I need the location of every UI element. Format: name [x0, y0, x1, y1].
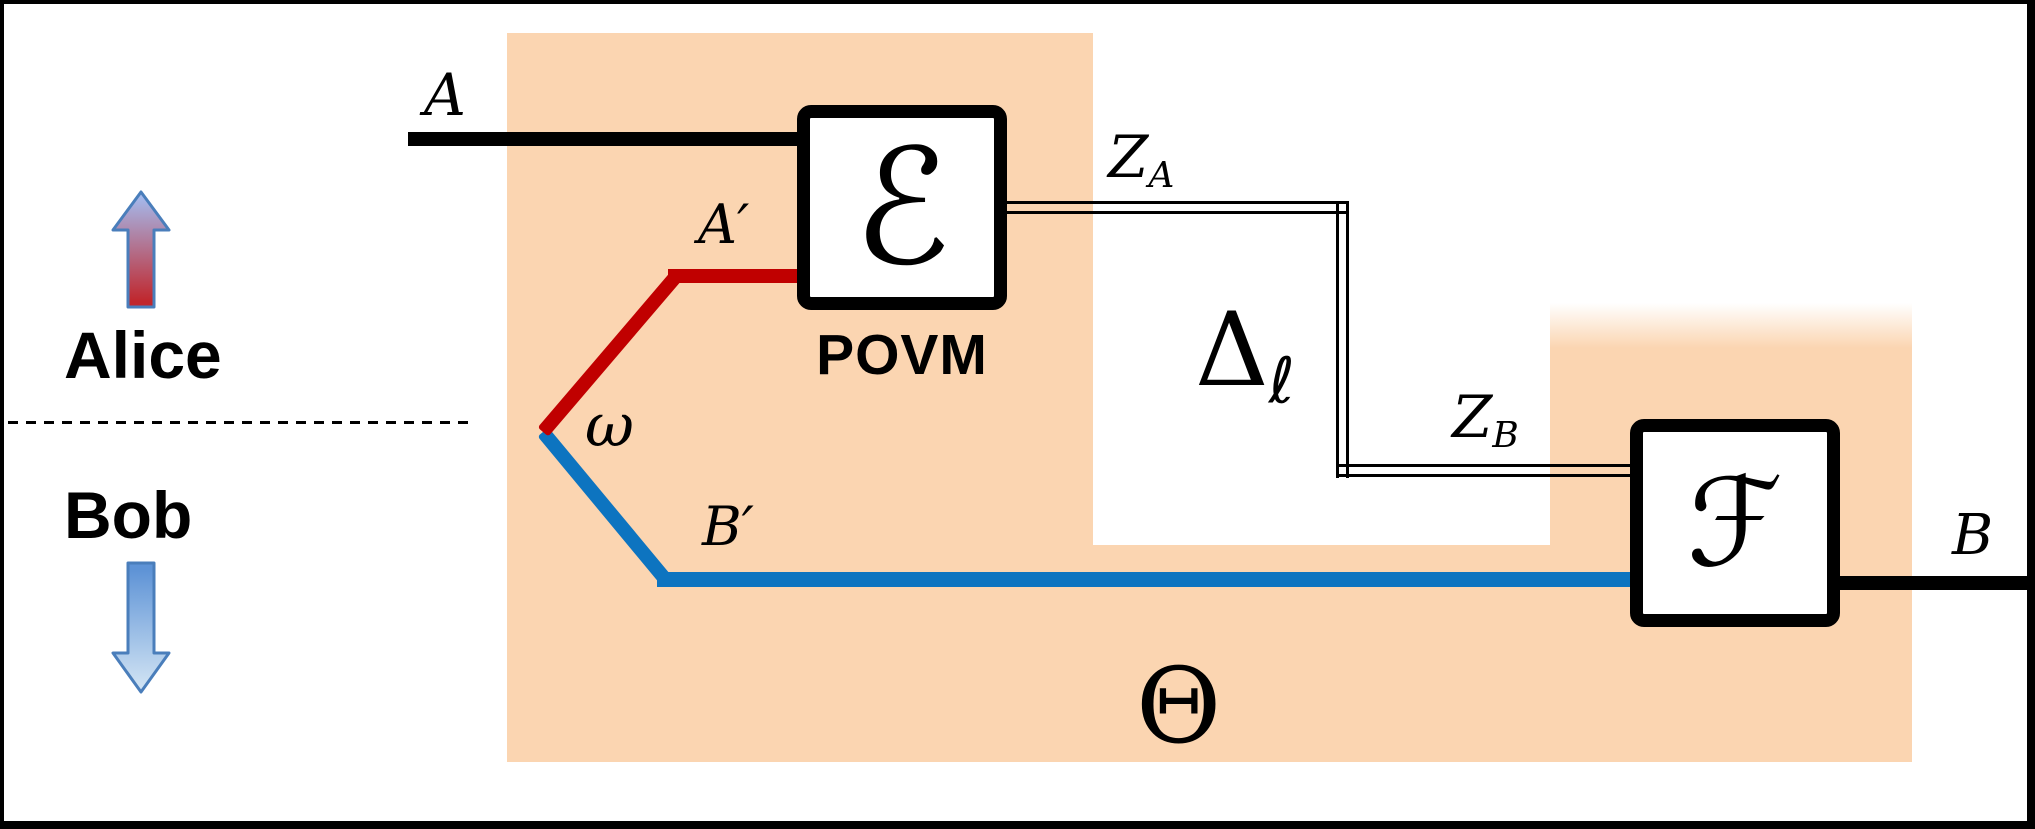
bob-down-arrow-icon: [111, 561, 171, 694]
wire-b: [1840, 576, 2031, 590]
label-b-prime: B′: [702, 495, 754, 558]
script-f-symbol: ℱ: [1687, 452, 1783, 594]
label-b: B: [1952, 503, 1994, 568]
label-theta: Θ: [1136, 645, 1222, 767]
povm-box: ℰ: [797, 105, 1007, 310]
alice-up-arrow-icon: [111, 190, 171, 309]
wire-a: [408, 132, 797, 146]
decoder-box: ℱ: [1630, 419, 1840, 627]
label-z-b: ZB: [1452, 383, 1519, 457]
frame-border-right: [2027, 0, 2035, 829]
alice-label: Alice: [64, 318, 222, 392]
label-channel-delta: Δℓ: [1195, 291, 1295, 418]
classical-wire-zb: [1336, 464, 1630, 477]
label-z-a: ZA: [1108, 123, 1175, 197]
frame-border-top: [0, 0, 2035, 4]
label-a-prime: A′: [698, 193, 750, 256]
wire-b-prime: [657, 572, 1630, 587]
alice-bob-divider-line: [8, 421, 470, 424]
bob-label: Bob: [64, 478, 193, 552]
wire-a-prime: [668, 269, 797, 283]
script-e-symbol: ℰ: [853, 113, 951, 301]
frame-border-bottom: [0, 821, 2035, 829]
classical-wire-vertical: [1336, 201, 1349, 478]
povm-caption: POVM: [816, 323, 988, 387]
classical-wire-za: [1007, 201, 1348, 214]
label-a: A: [424, 61, 466, 129]
label-omega: ω: [585, 391, 634, 461]
frame-border-left: [0, 0, 4, 829]
